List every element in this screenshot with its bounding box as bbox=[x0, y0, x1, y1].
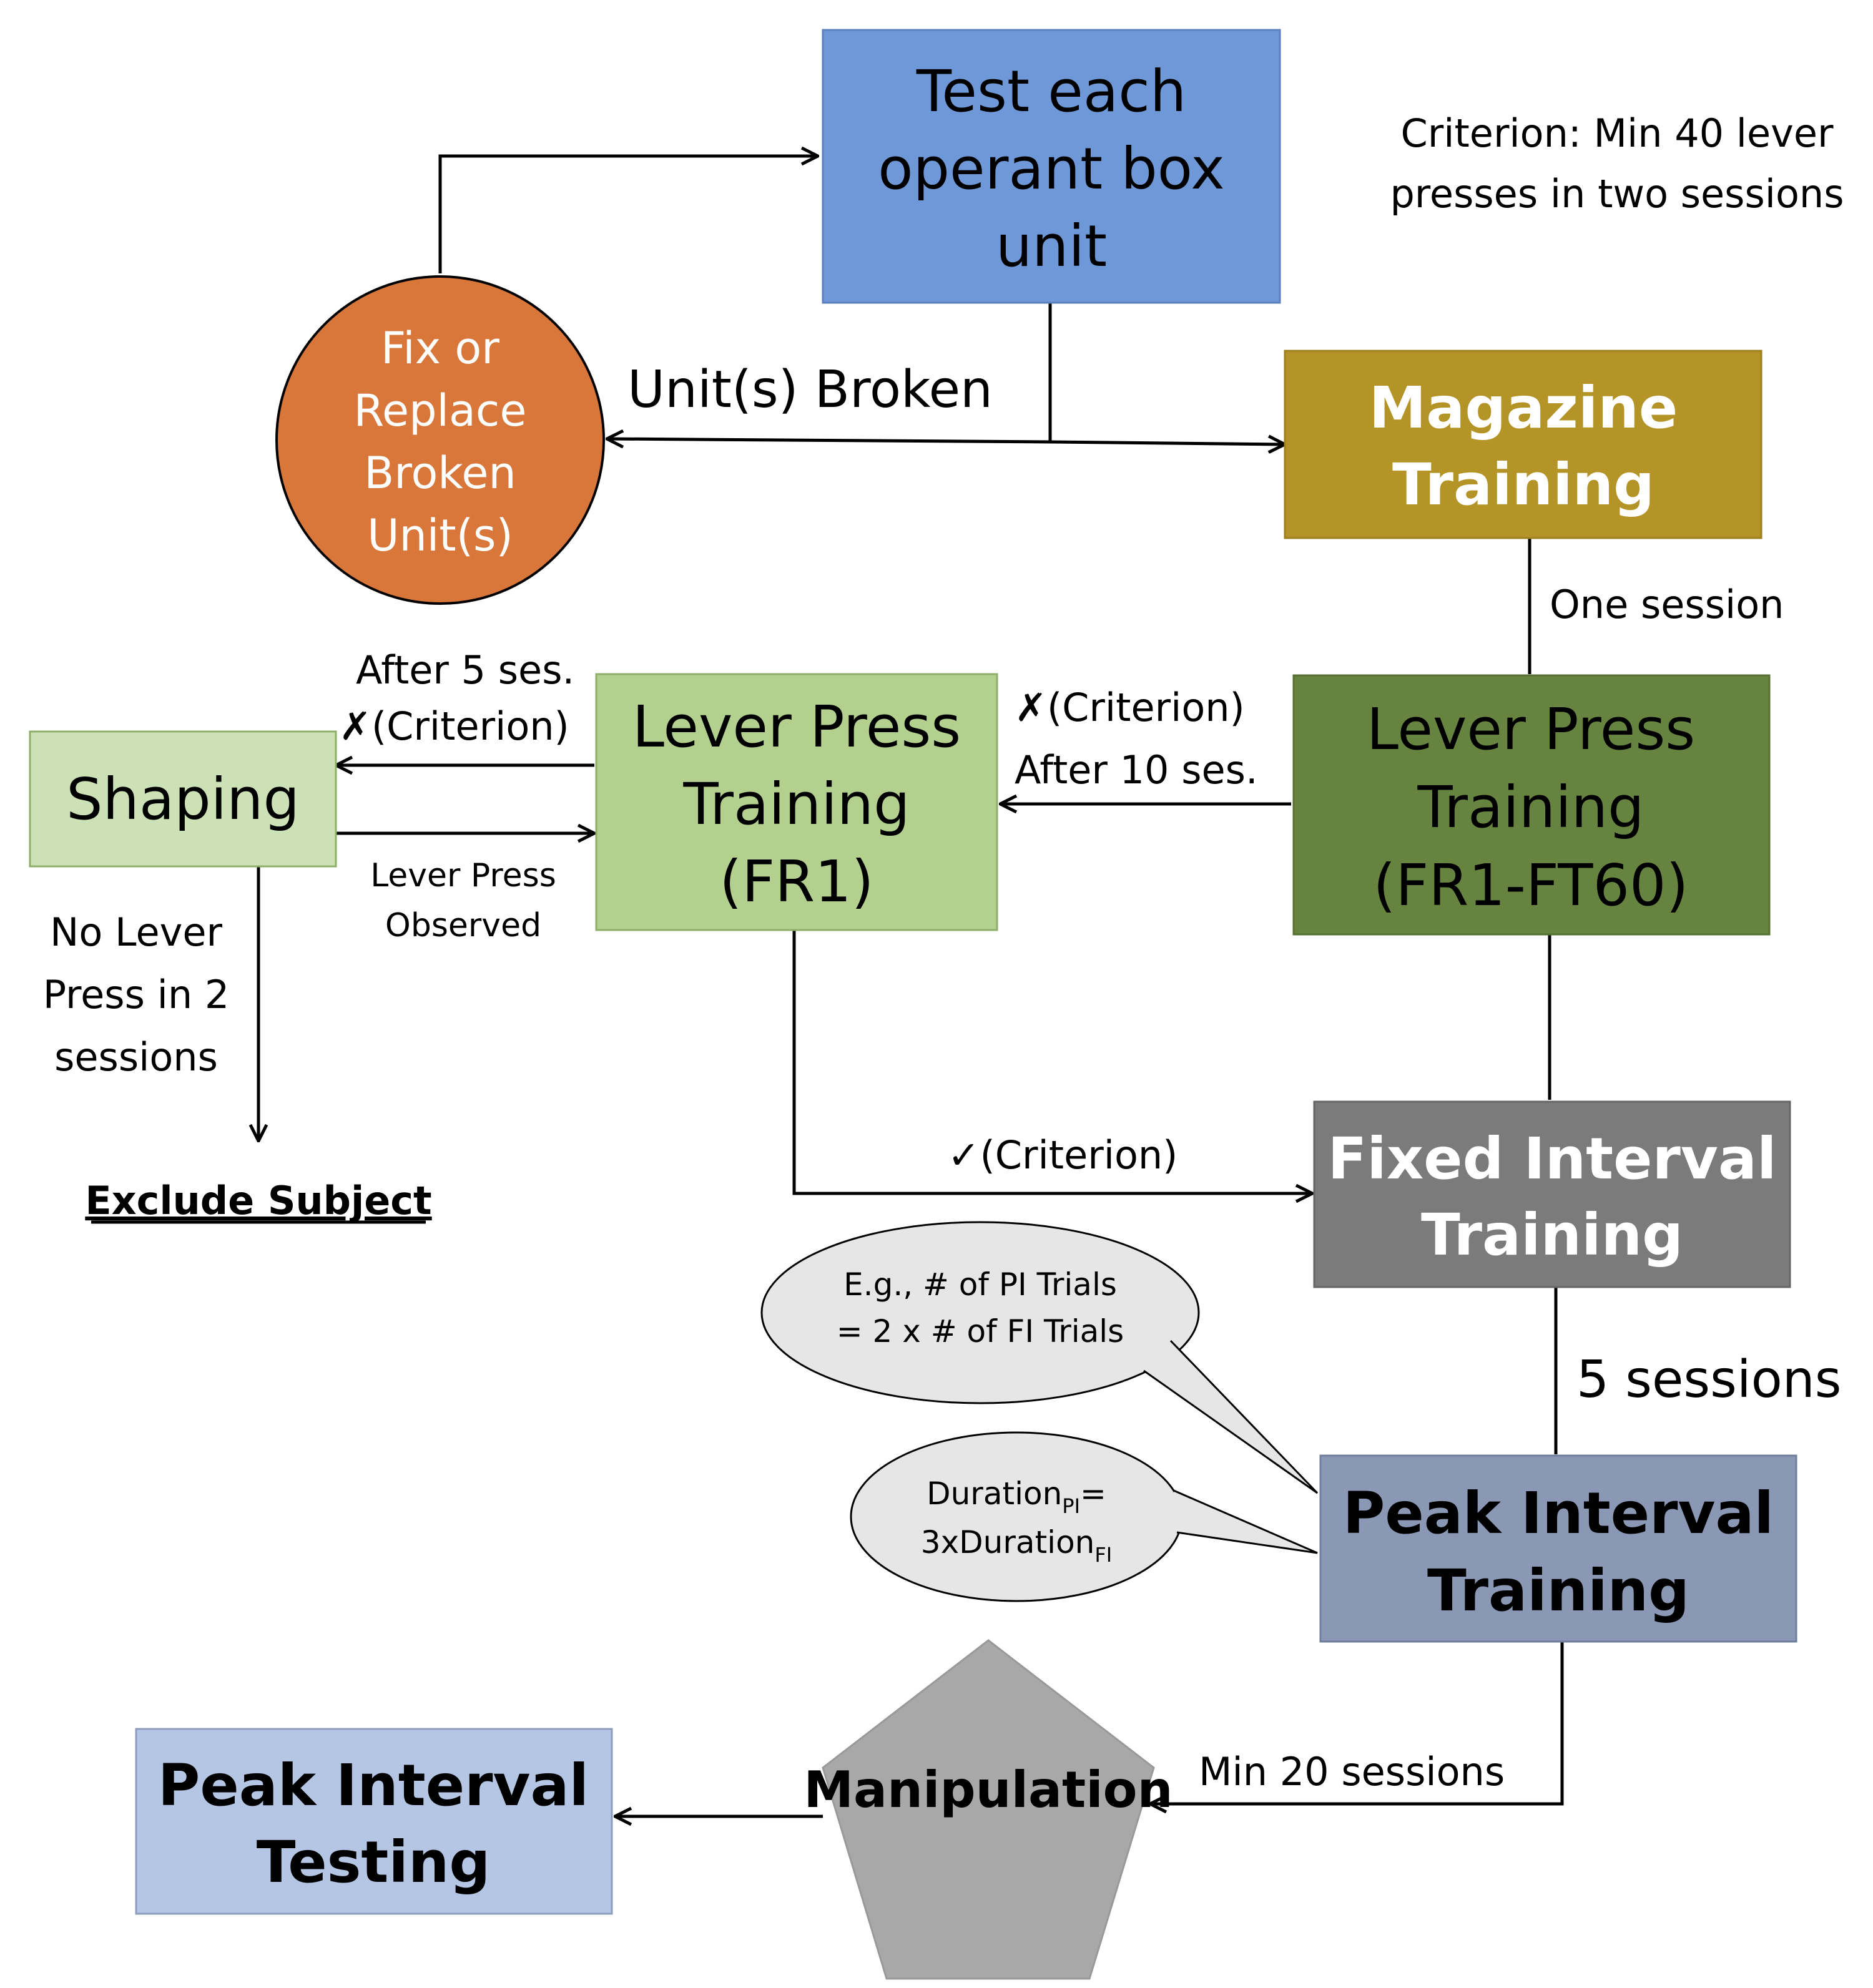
node-peak-testing: Peak Interval Testing bbox=[135, 1728, 613, 1915]
bubble-duration-line-2: 3xDurationFI bbox=[921, 1524, 1112, 1567]
peak-testing-rect bbox=[135, 1728, 613, 1915]
label-no-lever-press-3: sessions bbox=[54, 1034, 218, 1080]
magazine-line-1: Magazine bbox=[1369, 375, 1678, 441]
test-box-rect bbox=[822, 29, 1281, 304]
node-manipulation: Manipulation bbox=[804, 1639, 1173, 1980]
arrow-fr1-to-fixed bbox=[792, 930, 1312, 1193]
bubble-duration: DurationPI= 3xDurationFI bbox=[850, 1431, 1318, 1602]
node-lever-fr1: Lever Press Training (FR1) bbox=[595, 673, 998, 931]
test-box-line-1: Test each bbox=[916, 58, 1186, 125]
node-test-box: Test each operant box unit bbox=[822, 29, 1281, 304]
magazine-rect bbox=[1284, 350, 1762, 539]
lever-fr1-line-2: Training bbox=[682, 771, 910, 838]
manipulation-label: Manipulation bbox=[804, 1761, 1172, 1819]
bubble-pi-trials-line-1: E.g., # of PI Trials bbox=[843, 1266, 1117, 1303]
peak-training-line-1: Peak Interval bbox=[1343, 1480, 1774, 1547]
label-units-broken: Unit(s) Broken bbox=[627, 360, 993, 419]
fix-replace-circle bbox=[275, 275, 605, 605]
lever-ft60-rect bbox=[1292, 674, 1771, 936]
fix-replace-line-3: Broken bbox=[364, 448, 516, 499]
lever-ft60-line-2: Training bbox=[1417, 774, 1644, 841]
node-fix-replace: Fix or Replace Broken Unit(s) bbox=[275, 275, 605, 605]
label-min-20: Min 20 sessions bbox=[1199, 1749, 1505, 1795]
label-x-criterion-right: ✗(Criterion) bbox=[1015, 685, 1245, 730]
shaping-label: Shaping bbox=[66, 766, 300, 833]
arrow-to-fix bbox=[607, 439, 1051, 442]
criterion-note-line-2: presses in two sessions bbox=[1390, 171, 1844, 217]
lever-fr1-rect bbox=[595, 673, 998, 931]
criterion-note-line-1: Criterion: Min 40 lever bbox=[1400, 110, 1834, 156]
fixed-interval-line-1: Fixed Interval bbox=[1327, 1125, 1776, 1192]
lever-fr1-line-1: Lever Press bbox=[632, 693, 961, 760]
peak-testing-line-1: Peak Interval bbox=[158, 1752, 589, 1819]
peak-testing-line-2: Testing bbox=[257, 1829, 491, 1896]
arrow-peak-to-manipulation bbox=[1150, 1642, 1564, 1804]
lever-ft60-line-3: (FR1-FT60) bbox=[1374, 852, 1689, 919]
label-one-session: One session bbox=[1550, 582, 1784, 627]
fix-replace-line-2: Replace bbox=[354, 385, 527, 436]
peak-training-rect bbox=[1319, 1454, 1797, 1643]
arrow-to-magazine bbox=[1050, 442, 1285, 444]
label-after-5: After 5 ses. bbox=[356, 647, 574, 693]
arrow-fix-to-test bbox=[438, 156, 818, 273]
node-peak-training: Peak Interval Training bbox=[1319, 1454, 1797, 1643]
label-exclude-subject: Exclude Subject bbox=[85, 1178, 431, 1223]
fixed-interval-rect bbox=[1313, 1100, 1791, 1288]
lever-ft60-line-1: Lever Press bbox=[1367, 696, 1695, 763]
fixed-interval-line-2: Training bbox=[1421, 1202, 1683, 1268]
label-after-10: After 10 ses. bbox=[1015, 747, 1258, 793]
label-check-criterion: ✓(Criterion) bbox=[948, 1132, 1178, 1178]
node-magazine: Magazine Training bbox=[1284, 350, 1762, 539]
manipulation-pentagon bbox=[822, 1639, 1155, 1980]
fix-replace-line-4: Unit(s) bbox=[367, 510, 513, 561]
label-lever-press-observed-2: Observed bbox=[385, 907, 541, 944]
node-lever-ft60: Lever Press Training (FR1-FT60) bbox=[1292, 674, 1771, 936]
test-box-line-2: operant box bbox=[878, 135, 1224, 202]
magazine-line-2: Training bbox=[1392, 451, 1654, 518]
bubble-pi-trials-line-2: = 2 x # of FI Trials bbox=[837, 1313, 1124, 1349]
lever-fr1-line-3: (FR1) bbox=[719, 848, 873, 915]
node-fixed-interval: Fixed Interval Training bbox=[1313, 1100, 1791, 1288]
label-x-criterion-left: ✗(Criterion) bbox=[339, 703, 569, 749]
label-five-sessions: 5 sessions bbox=[1576, 1350, 1842, 1409]
fix-replace-line-1: Fix or bbox=[381, 323, 499, 374]
peak-training-line-2: Training bbox=[1427, 1557, 1689, 1624]
shaping-rect bbox=[29, 730, 337, 868]
bubble-pi-trials: E.g., # of PI Trials = 2 x # of FI Trial… bbox=[760, 1221, 1319, 1494]
node-shaping: Shaping bbox=[29, 730, 337, 868]
test-box-line-3: unit bbox=[996, 213, 1107, 280]
label-lever-press-observed-1: Lever Press bbox=[370, 857, 556, 894]
label-no-lever-press-1: No Lever bbox=[50, 909, 222, 955]
connectors bbox=[258, 156, 1564, 1816]
label-no-lever-press-2: Press in 2 bbox=[43, 972, 230, 1017]
bubble-duration-line-1: DurationPI= bbox=[927, 1476, 1106, 1518]
